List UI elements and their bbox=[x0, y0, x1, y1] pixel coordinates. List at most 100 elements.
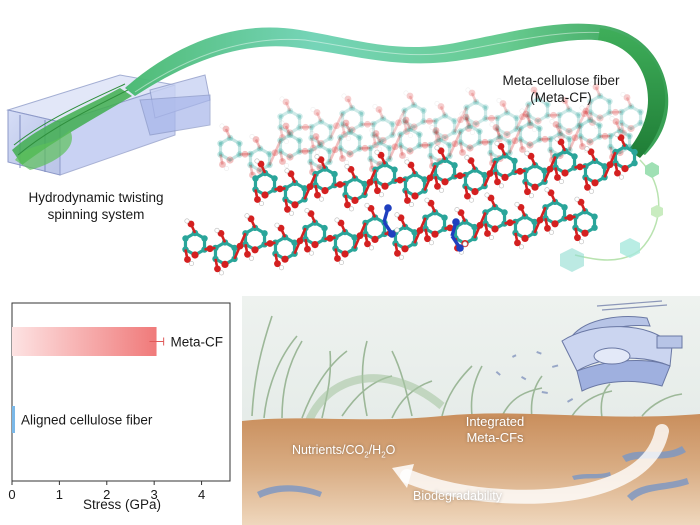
oxygen-atom bbox=[361, 144, 369, 152]
oxygen-atom bbox=[221, 260, 229, 268]
hydrogen-atom bbox=[528, 193, 534, 199]
oxygen-atom bbox=[286, 129, 294, 137]
glycosidic-bond bbox=[419, 143, 431, 147]
hydrogen-atom bbox=[404, 159, 410, 165]
bond bbox=[402, 119, 416, 129]
carbon-atom bbox=[451, 128, 458, 136]
oxygen-atom bbox=[364, 240, 371, 248]
carbon-atom bbox=[586, 116, 594, 124]
carbon-atom bbox=[606, 109, 613, 116]
bond bbox=[614, 120, 622, 132]
carbon-atom bbox=[410, 101, 418, 109]
oxygen-atom bbox=[226, 156, 234, 164]
oxygen-atom bbox=[565, 127, 573, 136]
bond bbox=[219, 154, 224, 165]
bond bbox=[563, 99, 571, 111]
carbon-atom bbox=[391, 177, 398, 184]
hydrogen-atom bbox=[394, 212, 400, 218]
oxygen-atom bbox=[206, 245, 214, 253]
carbon-atom bbox=[441, 225, 448, 232]
carbon-atom bbox=[308, 123, 315, 131]
carbon-atom bbox=[487, 149, 494, 157]
oxygen-atom bbox=[426, 174, 434, 182]
oxygen-atom bbox=[466, 144, 474, 152]
hydrogen-atom bbox=[394, 227, 400, 233]
hydrogen-atom bbox=[514, 201, 520, 207]
oxygen-atom bbox=[342, 119, 350, 127]
hydrogen-atom bbox=[279, 120, 285, 126]
oxygen-atom bbox=[531, 183, 539, 191]
carbon-atom bbox=[307, 147, 314, 155]
oxygen-atom bbox=[257, 160, 265, 168]
carbon-atom bbox=[441, 112, 449, 119]
bond bbox=[248, 163, 262, 173]
hydrogen-atom bbox=[348, 206, 354, 212]
glycosidic-bond bbox=[453, 106, 468, 133]
glycosidic-bond bbox=[448, 130, 462, 157]
carbon-atom bbox=[236, 140, 243, 147]
oxygen-atom bbox=[287, 170, 295, 178]
oxygen-atom bbox=[517, 204, 525, 211]
oxygen-atom bbox=[421, 141, 429, 149]
oxygen-atom bbox=[410, 123, 418, 131]
oxygen-atom bbox=[614, 169, 621, 177]
carbon-atom bbox=[296, 148, 303, 155]
carbon-atom bbox=[432, 128, 439, 136]
carbon-atom bbox=[596, 133, 603, 140]
hydrogen-atom bbox=[609, 116, 615, 122]
bond bbox=[588, 118, 602, 128]
hydrogen-atom bbox=[424, 197, 430, 203]
oxygen-atom bbox=[596, 114, 604, 122]
oxygen-atom bbox=[326, 234, 334, 242]
carbon-atom bbox=[432, 117, 439, 125]
oxygen-atom bbox=[627, 124, 635, 133]
hydrogen-atom bbox=[308, 250, 314, 256]
hydrogen-atom bbox=[434, 101, 440, 107]
oxygen-atom bbox=[471, 188, 479, 196]
carbon-atom bbox=[361, 180, 368, 188]
bond bbox=[439, 105, 447, 117]
cellulose-molecule bbox=[182, 81, 644, 276]
carbon-atom bbox=[217, 151, 224, 158]
hydrogen-atom bbox=[496, 98, 502, 104]
hydrogen-atom bbox=[488, 235, 494, 241]
carbon-atom bbox=[494, 114, 501, 122]
hydrogen-atom bbox=[188, 260, 194, 266]
carbon-atom bbox=[476, 139, 483, 146]
oxygen-atom bbox=[464, 192, 471, 200]
carbon-atom bbox=[397, 131, 404, 138]
carbon-atom bbox=[321, 224, 328, 232]
oxygen-atom bbox=[546, 165, 554, 173]
oxygen-atom bbox=[574, 234, 581, 242]
oxygen-atom bbox=[591, 179, 599, 187]
nutrients-label: Nutrients/CO2/H2O bbox=[292, 443, 395, 460]
oxygen-atom bbox=[468, 89, 476, 97]
carbon-atom bbox=[358, 121, 365, 128]
hydrogen-atom bbox=[369, 128, 375, 134]
carbon-atom bbox=[411, 229, 418, 236]
glycosidic-bond bbox=[539, 137, 551, 141]
bond bbox=[218, 136, 232, 146]
bond bbox=[526, 113, 540, 123]
carbon-atom bbox=[487, 138, 494, 146]
carbon-atom bbox=[367, 144, 374, 152]
hydrogen-atom bbox=[469, 130, 475, 136]
hydrogen-atom bbox=[339, 117, 345, 123]
carbon-atom bbox=[536, 125, 543, 132]
carbon-atom bbox=[307, 158, 314, 166]
oxygen-atom bbox=[456, 172, 464, 180]
carbon-atom bbox=[367, 155, 374, 163]
oxygen-atom bbox=[621, 165, 629, 173]
fiber-label: Meta-cellulose fiber (Meta-CF) bbox=[486, 73, 636, 107]
oxygen-atom bbox=[391, 143, 399, 151]
carbon-atom bbox=[381, 230, 388, 238]
bond bbox=[598, 110, 612, 120]
hydrogen-atom bbox=[403, 90, 409, 96]
oxygen-atom bbox=[441, 133, 449, 142]
oxygen-atom bbox=[244, 250, 251, 258]
carbon-atom bbox=[631, 159, 638, 167]
oxygen-atom bbox=[584, 183, 591, 191]
carbon-atom bbox=[420, 118, 427, 125]
oxygen-atom bbox=[304, 245, 311, 253]
carbon-atom bbox=[416, 142, 423, 149]
